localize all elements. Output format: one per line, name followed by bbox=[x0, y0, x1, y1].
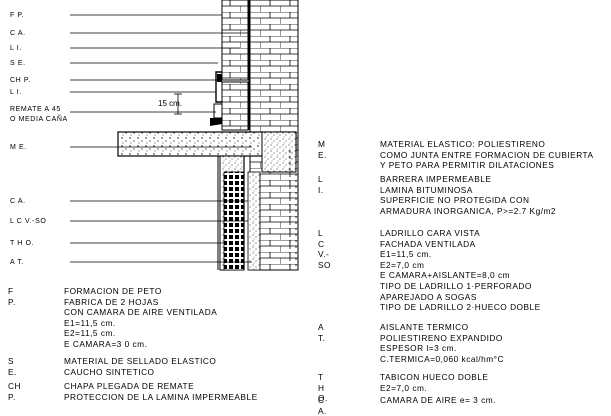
label-chp: CH P. bbox=[10, 77, 31, 84]
legend-right-line: LADRILLO CARA VISTA bbox=[380, 228, 481, 238]
legend-right-line: E1=11,5 cm. bbox=[380, 249, 432, 260]
legend-right-line: AISLANTE TERMICO bbox=[380, 322, 469, 332]
label-lcvso: L C V.-SO bbox=[10, 218, 46, 225]
flashing-detail bbox=[210, 71, 249, 131]
legend-right-key: A T. bbox=[318, 322, 326, 343]
legend-right-line: TABICON HUECO DOBLE bbox=[380, 372, 489, 382]
leader-lines bbox=[70, 14, 252, 263]
legend-right-line: ARMADURA INORGANICA, P>=2.7 Kg/m2 bbox=[380, 205, 557, 216]
legend-left-line: FORMACION DE PETO bbox=[64, 286, 162, 296]
legend-left-line: E CAMARA=3 0 cm. bbox=[64, 338, 148, 349]
legend-left-line: MATERIAL DE SELLADO ELASTICO bbox=[64, 356, 217, 366]
legend-left-line: CON CAMARA DE AIRE VENTILADA bbox=[64, 307, 218, 318]
legend-right-key: M E. bbox=[318, 139, 327, 160]
legend-right-line: SUPERFICIE NO PROTEGIDA CON bbox=[380, 195, 530, 206]
legend-right-line: TIPO DE LADRILLO 2·HUECO DOBLE bbox=[380, 302, 541, 313]
ground-hatch bbox=[289, 150, 297, 270]
dimension-label: 15 cm. bbox=[158, 99, 182, 108]
legend-right-line: MATERIAL ELASTICO: POLIESTIRENO bbox=[380, 139, 546, 149]
legend-right-line: E2=7,0 cm bbox=[380, 259, 425, 270]
legend-left-line: CHAPA PLEGADA DE REMATE bbox=[64, 381, 195, 391]
legend-right-line: APAREJADO A SOGAS bbox=[380, 291, 477, 302]
legend-right-key: C A. bbox=[318, 395, 327, 416]
label-me: M E. bbox=[10, 144, 27, 151]
legend-right-line: POLIESTIRENO EXPANDIDO bbox=[380, 332, 503, 343]
drawing-labels: F P. C A. L I. S E. CH P. L I. REMATE A … bbox=[10, 12, 68, 266]
legend-right-line: LAMINA BITUMINOSA bbox=[380, 184, 473, 195]
label-li-2: L I. bbox=[10, 89, 22, 96]
legend-right-line: Y PETO PARA PERMITIR DILATACIONES bbox=[380, 160, 555, 171]
dimension-15cm: 15 cm. bbox=[158, 93, 182, 115]
label-media-cana: O MEDIA CAÑA bbox=[10, 114, 68, 123]
label-ca-2: C A. bbox=[10, 198, 26, 205]
legend-left-key: F P. bbox=[8, 286, 16, 307]
legend-left-line: FABRICA DE 2 HOJAS bbox=[64, 296, 159, 307]
legend-right-line: COMO JUNTA ENTRE FORMACION DE CUBIERTA bbox=[380, 149, 594, 160]
legend-right-key: T H O. bbox=[318, 372, 328, 404]
label-li: L I. bbox=[10, 45, 22, 52]
legend-right-line: C.TERMICA=0,060 kcal/hm°C bbox=[380, 353, 504, 364]
legend-right-line: FACHADA VENTILADA bbox=[380, 238, 476, 249]
legend-right-key: L C V.-SO bbox=[318, 228, 331, 270]
legend-right-line: TIPO DE LADRILLO 1·PERFORADO bbox=[380, 280, 532, 291]
label-fp: F P. bbox=[10, 12, 24, 19]
legend-right-line: BARRERA IMPERMEABLE bbox=[380, 174, 492, 184]
label-ca: C A. bbox=[10, 30, 26, 37]
legend-left-key: CH P. bbox=[8, 381, 21, 402]
label-remate: REMATE A 45 bbox=[10, 106, 61, 113]
legend-right-line: ESPESOR l=3 cm. bbox=[380, 343, 457, 354]
legend-right-line: E CAMARA+AISLANTE=8,0 cm bbox=[380, 270, 511, 281]
label-at: A T. bbox=[10, 259, 24, 266]
legend-left-line: CAUCHO SINTETICO bbox=[64, 366, 155, 377]
facade-wall bbox=[217, 155, 261, 271]
label-se: S E. bbox=[10, 60, 26, 67]
label-tho: T H O. bbox=[10, 240, 34, 247]
legend-right-line: E2=7,0 cm. bbox=[380, 382, 428, 393]
legend-right-key: L I. bbox=[318, 174, 324, 195]
legend-left-key: S E. bbox=[8, 356, 17, 377]
roof-slab bbox=[117, 131, 297, 173]
legend-left-line: E2=11,5 cm. bbox=[64, 328, 116, 339]
legend-left-line: PROTECCION DE LA LAMINA IMPERMEABLE bbox=[64, 391, 258, 402]
legend-right-line: CAMARA DE AIRE e= 3 cm. bbox=[380, 395, 496, 405]
legend-left-line: E1=11,5 cm. bbox=[64, 317, 116, 328]
